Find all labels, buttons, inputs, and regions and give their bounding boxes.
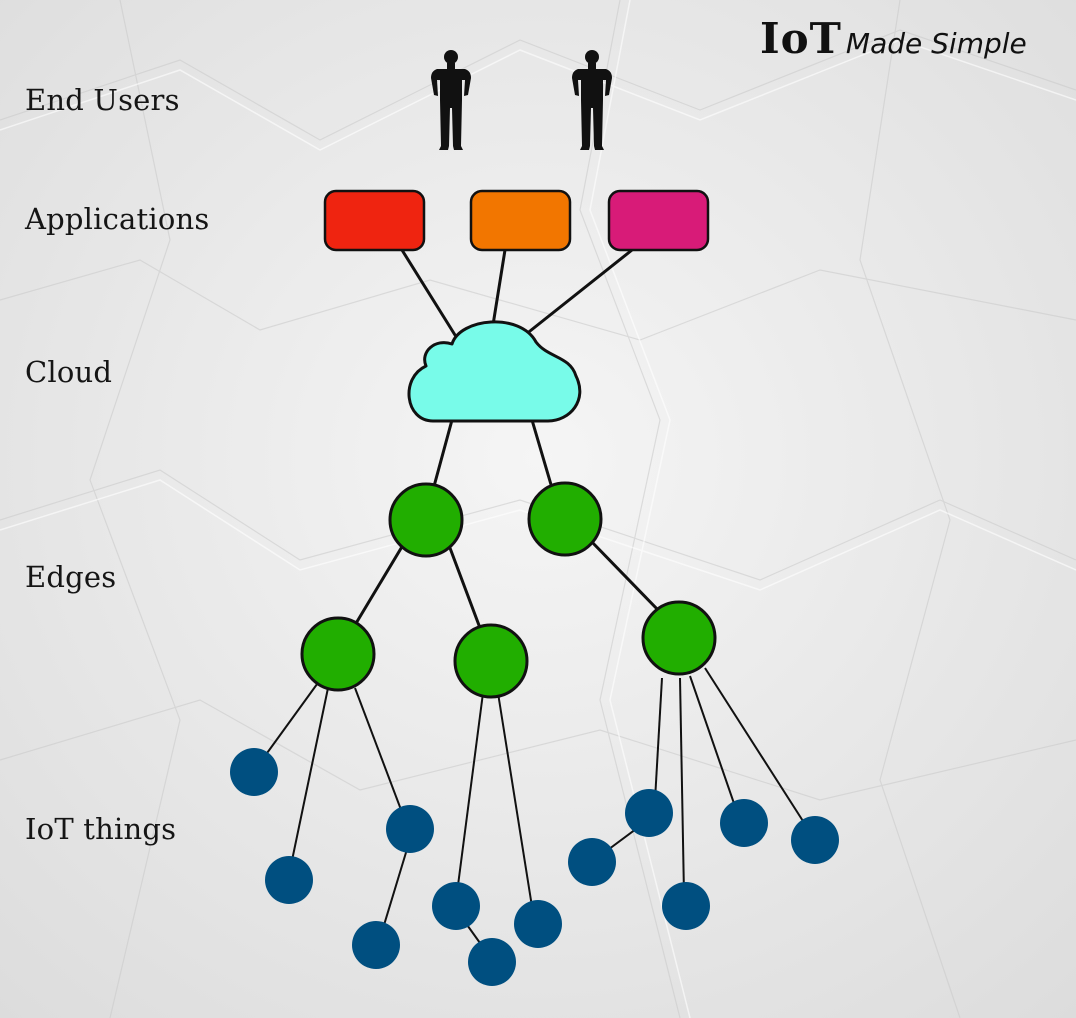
- iot-thing-12: [791, 816, 839, 864]
- iot-thing-1: [230, 748, 278, 796]
- application-box-orange: [469, 189, 572, 252]
- edge-node-5: [641, 600, 717, 676]
- iot-thing-11: [720, 799, 768, 847]
- label-cloud: Cloud: [25, 355, 113, 389]
- link-app-orange-cloud: [491, 248, 507, 327]
- application-box-red: [323, 189, 426, 252]
- link-edge-3-thing-1: [261, 679, 321, 761]
- person-icon: [431, 50, 471, 150]
- link-edge-4-thing-6: [497, 692, 534, 914]
- application-box-magenta: [607, 189, 710, 252]
- link-edge-5-thing-11: [689, 675, 739, 816]
- iot-thing-3: [386, 805, 434, 853]
- link-app-magenta-cloud: [523, 248, 634, 337]
- link-app-red-cloud: [400, 248, 457, 337]
- link-edge-1-edge-3: [353, 543, 405, 627]
- iot-thing-2: [265, 856, 313, 904]
- iot-thing-6: [514, 900, 562, 948]
- brand-sub-text: Made Simple: [845, 27, 1027, 60]
- edge-node-1: [388, 482, 464, 558]
- link-edge-5-thing-10: [679, 677, 685, 896]
- link-edge-1-edge-4: [448, 546, 482, 630]
- iot-thing-8: [625, 789, 673, 837]
- iot-thing-9: [568, 838, 616, 886]
- link-edge-3-thing-2: [289, 687, 329, 871]
- person-icon: [572, 50, 612, 150]
- link-cloud-edge-1: [431, 418, 454, 492]
- edge-node-3: [300, 616, 376, 692]
- label-applications: Applications: [25, 202, 210, 236]
- link-cloud-edge-2: [530, 418, 554, 490]
- link-edge-3-thing-3: [354, 687, 404, 816]
- link-edge-4-thing-5: [456, 692, 484, 894]
- edge-node-4: [453, 623, 529, 699]
- end-user-1: [431, 50, 471, 150]
- iot-thing-4: [352, 921, 400, 969]
- link-edge-5-thing-12: [704, 667, 811, 833]
- brand-main-text: IoT: [760, 14, 842, 63]
- iot-thing-7: [468, 938, 516, 986]
- iot-thing-10: [662, 882, 710, 930]
- cloud-icon: [407, 320, 582, 423]
- label-iot-things: IoT things: [25, 812, 177, 846]
- end-user-2: [572, 50, 612, 150]
- link-edge-2-edge-5: [588, 538, 662, 614]
- iot-thing-5: [432, 882, 480, 930]
- label-edges: Edges: [25, 560, 117, 594]
- link-edge-5-thing-8: [654, 677, 663, 801]
- label-end-users: End Users: [25, 83, 180, 117]
- edge-node-2: [527, 481, 603, 557]
